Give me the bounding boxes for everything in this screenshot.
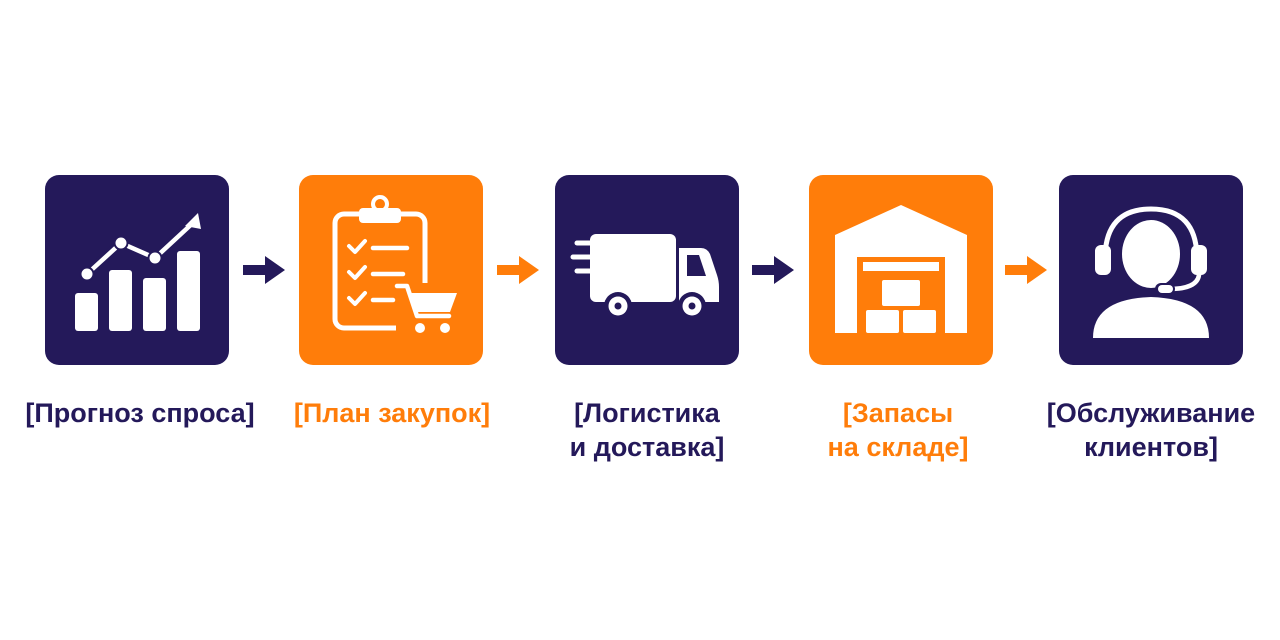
label-line: клиентов] bbox=[1084, 432, 1218, 462]
label-line: [План закупок] bbox=[293, 398, 491, 428]
step-label-procurement-plan: [План закупок] bbox=[272, 396, 512, 430]
label-line: на складе] bbox=[827, 432, 969, 462]
label-line: и доставка] bbox=[569, 432, 725, 462]
arrow-right-icon bbox=[1003, 253, 1049, 287]
step-logistics-box bbox=[555, 175, 739, 365]
step-warehouse-stock-box bbox=[809, 175, 993, 365]
headset-support-icon bbox=[1093, 206, 1209, 338]
warehouse-icon bbox=[835, 205, 967, 333]
delivery-truck-icon bbox=[570, 234, 719, 320]
label-line: [Запасы bbox=[842, 398, 954, 428]
label-line: [Прогноз спроса] bbox=[25, 398, 255, 428]
arrow-right-icon bbox=[750, 253, 796, 287]
step-customer-service-box bbox=[1059, 175, 1243, 365]
step-label-logistics: [Логистика и доставка] bbox=[527, 396, 767, 464]
step-label-warehouse-stock: [Запасы на складе] bbox=[778, 396, 1018, 464]
growth-chart-icon bbox=[75, 213, 201, 331]
label-line: [Обслуживание bbox=[1046, 398, 1256, 428]
arrow-right-icon bbox=[495, 253, 541, 287]
step-label-customer-service: [Обслуживание клиентов] bbox=[1031, 396, 1271, 464]
step-demand-forecast-box bbox=[45, 175, 229, 365]
clipboard-cart-icon bbox=[332, 195, 462, 341]
label-line: [Логистика bbox=[574, 398, 720, 428]
step-label-demand-forecast: [Прогноз спроса] bbox=[20, 396, 260, 430]
step-procurement-plan-box bbox=[299, 175, 483, 365]
arrow-right-icon bbox=[241, 253, 287, 287]
